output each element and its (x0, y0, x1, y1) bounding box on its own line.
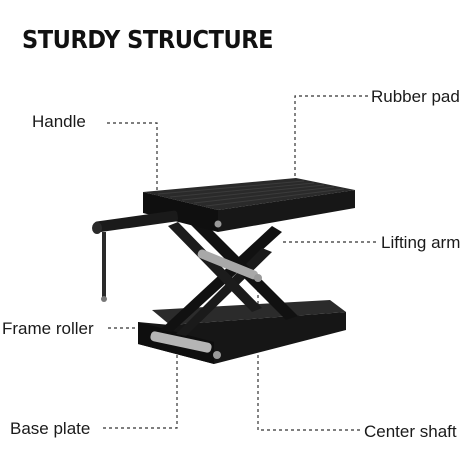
label-base-plate: Base plate (10, 419, 91, 438)
lifting-arms (160, 214, 298, 336)
label-handle: Handle (32, 112, 86, 131)
leader-base-plate (103, 355, 178, 429)
handle (92, 210, 179, 302)
frame-roller (150, 331, 212, 353)
rubber-pad (143, 178, 355, 232)
label-frame-roller: Frame roller (2, 319, 94, 338)
label-center-shaft: Center shaft (364, 422, 457, 441)
label-lifting-arm: Lifting arm (381, 233, 461, 252)
label-rubber-pad: Rubber pad (371, 87, 460, 106)
leader-rubber-pad (294, 95, 368, 188)
center-shaft (197, 249, 258, 280)
platform-bolt-icon (214, 220, 222, 228)
leader-handle (107, 122, 158, 208)
bolt-icon (213, 351, 221, 359)
center-bolt-icon (254, 274, 262, 282)
leader-center-shaft (257, 278, 360, 431)
leader-lines (103, 95, 376, 431)
page-title: STURDY STRUCTURE (22, 25, 274, 54)
base-plate (138, 300, 346, 364)
